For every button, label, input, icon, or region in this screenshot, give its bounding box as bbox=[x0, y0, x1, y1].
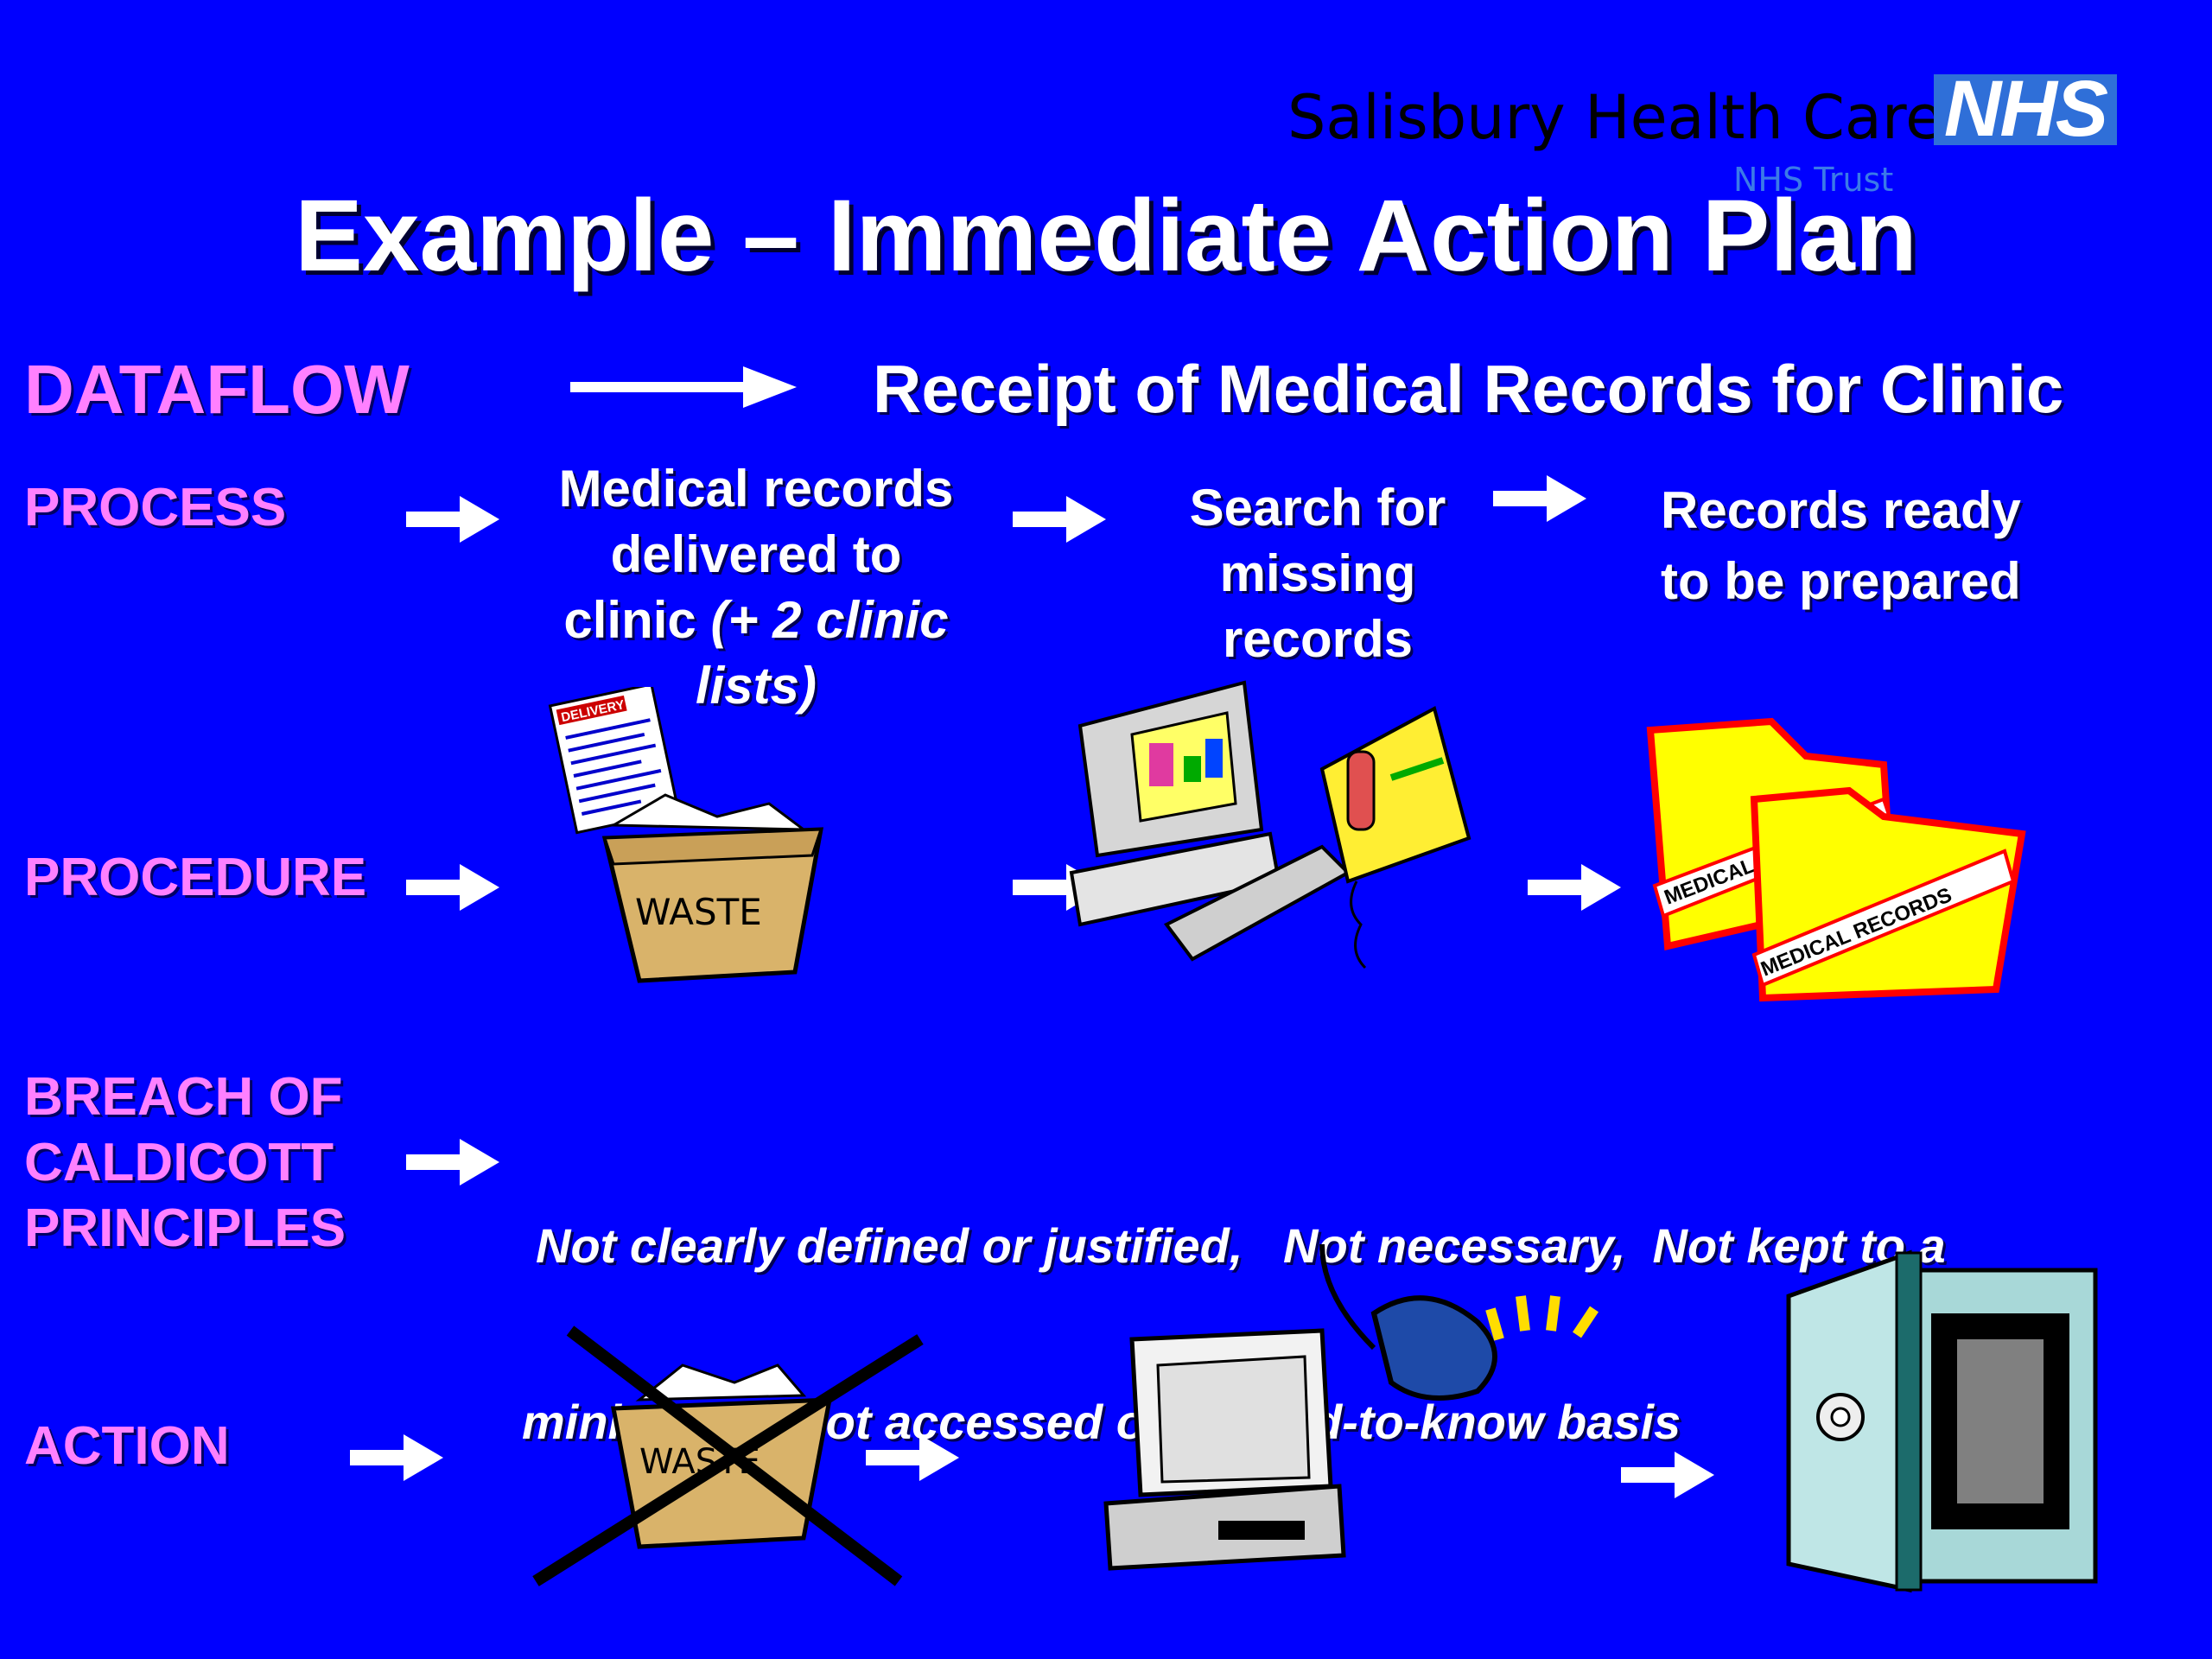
step1-line2: delivered to bbox=[610, 525, 902, 583]
step2-line2: missing bbox=[1219, 544, 1416, 602]
step1-line3: clinic (+ 2 clinic bbox=[518, 588, 994, 653]
nhs-trust-label: NHS Trust bbox=[1733, 161, 1894, 199]
action-arrow-icon bbox=[350, 1434, 443, 1481]
procedure-arrow-3-icon bbox=[1528, 864, 1621, 911]
computer-phone-icon bbox=[1103, 1243, 1599, 1571]
breach-label: BREACH OF CALDICOTT PRINCIPLES bbox=[24, 1065, 346, 1262]
breach-label-line3: PRINCIPLES bbox=[24, 1198, 346, 1258]
action-arrow-3-icon bbox=[1621, 1452, 1714, 1498]
nhs-logo: NHS bbox=[1934, 69, 2117, 149]
step1-line1: Medical records bbox=[558, 460, 954, 518]
action-arrow-2-icon bbox=[866, 1434, 959, 1481]
process-arrow-icon bbox=[406, 496, 499, 543]
page-title: Example – Immediate Action Plan bbox=[295, 179, 1917, 293]
computer-phonebook-icon bbox=[1069, 680, 1471, 969]
breach-label-line1: BREACH OF bbox=[24, 1067, 343, 1127]
dataflow-label: DATAFLOW bbox=[24, 351, 410, 428]
procedure-label: PROCEDURE bbox=[24, 848, 367, 907]
step2-line3: records bbox=[1222, 610, 1414, 668]
medical-records-folders-icon: MEDICAL MEDICAL RECORDS bbox=[1646, 717, 2026, 1002]
step3-line1: Records ready bbox=[1661, 481, 2021, 539]
process-step-delivered: Medical records delivered to clinic (+ 2… bbox=[518, 456, 994, 719]
step1-italic: (+ 2 clinic bbox=[710, 591, 949, 649]
process-arrow-3-icon bbox=[1493, 475, 1586, 522]
process-step-ready: Records ready to be prepared bbox=[1661, 475, 2021, 617]
waste-basket-delivery-icon: DELIVERY WASTE bbox=[548, 687, 824, 983]
dataflow-arrow-icon bbox=[570, 366, 797, 408]
org-name: Salisbury Health Care bbox=[1287, 82, 1943, 153]
open-safe-icon bbox=[1786, 1249, 2098, 1593]
step1-line4: lists) bbox=[695, 657, 817, 715]
step2-line1: Search for bbox=[1189, 479, 1446, 537]
waste-text: WASTE bbox=[635, 891, 762, 933]
action-label: ACTION bbox=[24, 1416, 230, 1476]
breach-arrow-icon bbox=[406, 1139, 499, 1185]
crossed-waste-basket-icon: WASTE bbox=[532, 1325, 924, 1586]
breach-text-line1: Not clearly defined or justified, Not ne… bbox=[536, 1218, 1946, 1273]
breach-label-line2: CALDICOTT bbox=[24, 1133, 334, 1192]
step3-line2: to be prepared bbox=[1661, 552, 2021, 610]
process-step-search: Search for missing records bbox=[1123, 475, 1512, 672]
process-arrow-2-icon bbox=[1013, 496, 1106, 543]
step1-plain: clinic bbox=[563, 591, 711, 649]
dataflow-value: Receipt of Medical Records for Clinic bbox=[873, 351, 2064, 427]
procedure-arrow-icon bbox=[406, 864, 499, 911]
process-label: PROCESS bbox=[24, 478, 287, 537]
